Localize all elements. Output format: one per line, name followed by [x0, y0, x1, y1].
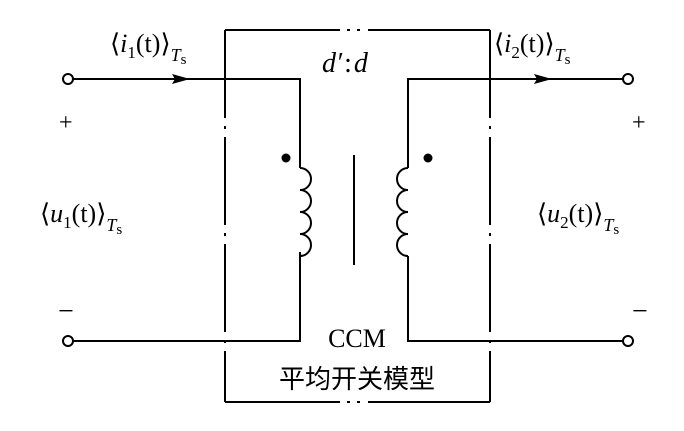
right-plus-sign: + [632, 110, 646, 136]
right-port-wiring [407, 73, 634, 347]
right-current-label: ⟨i2(t)⟩Ts [494, 29, 571, 68]
left-minus-sign: − [58, 296, 74, 327]
primary-polarity-dot-icon [281, 153, 291, 163]
left-current-arrow-icon [172, 74, 190, 84]
secondary-coil-icon [396, 167, 409, 257]
left-current-label: ⟨i1(t)⟩Ts [110, 29, 187, 68]
primary-coil-icon [299, 167, 312, 257]
secondary-polarity-dot-icon [423, 153, 433, 163]
left-bottom-wire [73, 252, 301, 342]
ccm-label: CCM [328, 324, 386, 353]
right-bottom-wire [407, 256, 623, 342]
right-top-terminal [622, 73, 634, 85]
primary-winding [281, 153, 312, 257]
left-top-wire [73, 78, 301, 168]
left-top-terminal [62, 73, 74, 85]
right-minus-sign: − [632, 296, 648, 327]
secondary-winding [396, 153, 433, 257]
turns-ratio-label: d′:d [322, 48, 369, 79]
left-port-wiring [62, 73, 301, 347]
model-title-label: 平均开关模型 [279, 365, 435, 394]
left-voltage-label: ⟨u1(t)⟩Ts [40, 199, 122, 238]
right-top-wire [407, 78, 623, 168]
left-plus-sign: + [59, 110, 73, 136]
left-bottom-terminal [62, 335, 74, 347]
right-current-arrow-icon [534, 74, 552, 84]
right-bottom-terminal [622, 335, 634, 347]
right-voltage-label: ⟨u2(t)⟩Ts [537, 199, 619, 238]
